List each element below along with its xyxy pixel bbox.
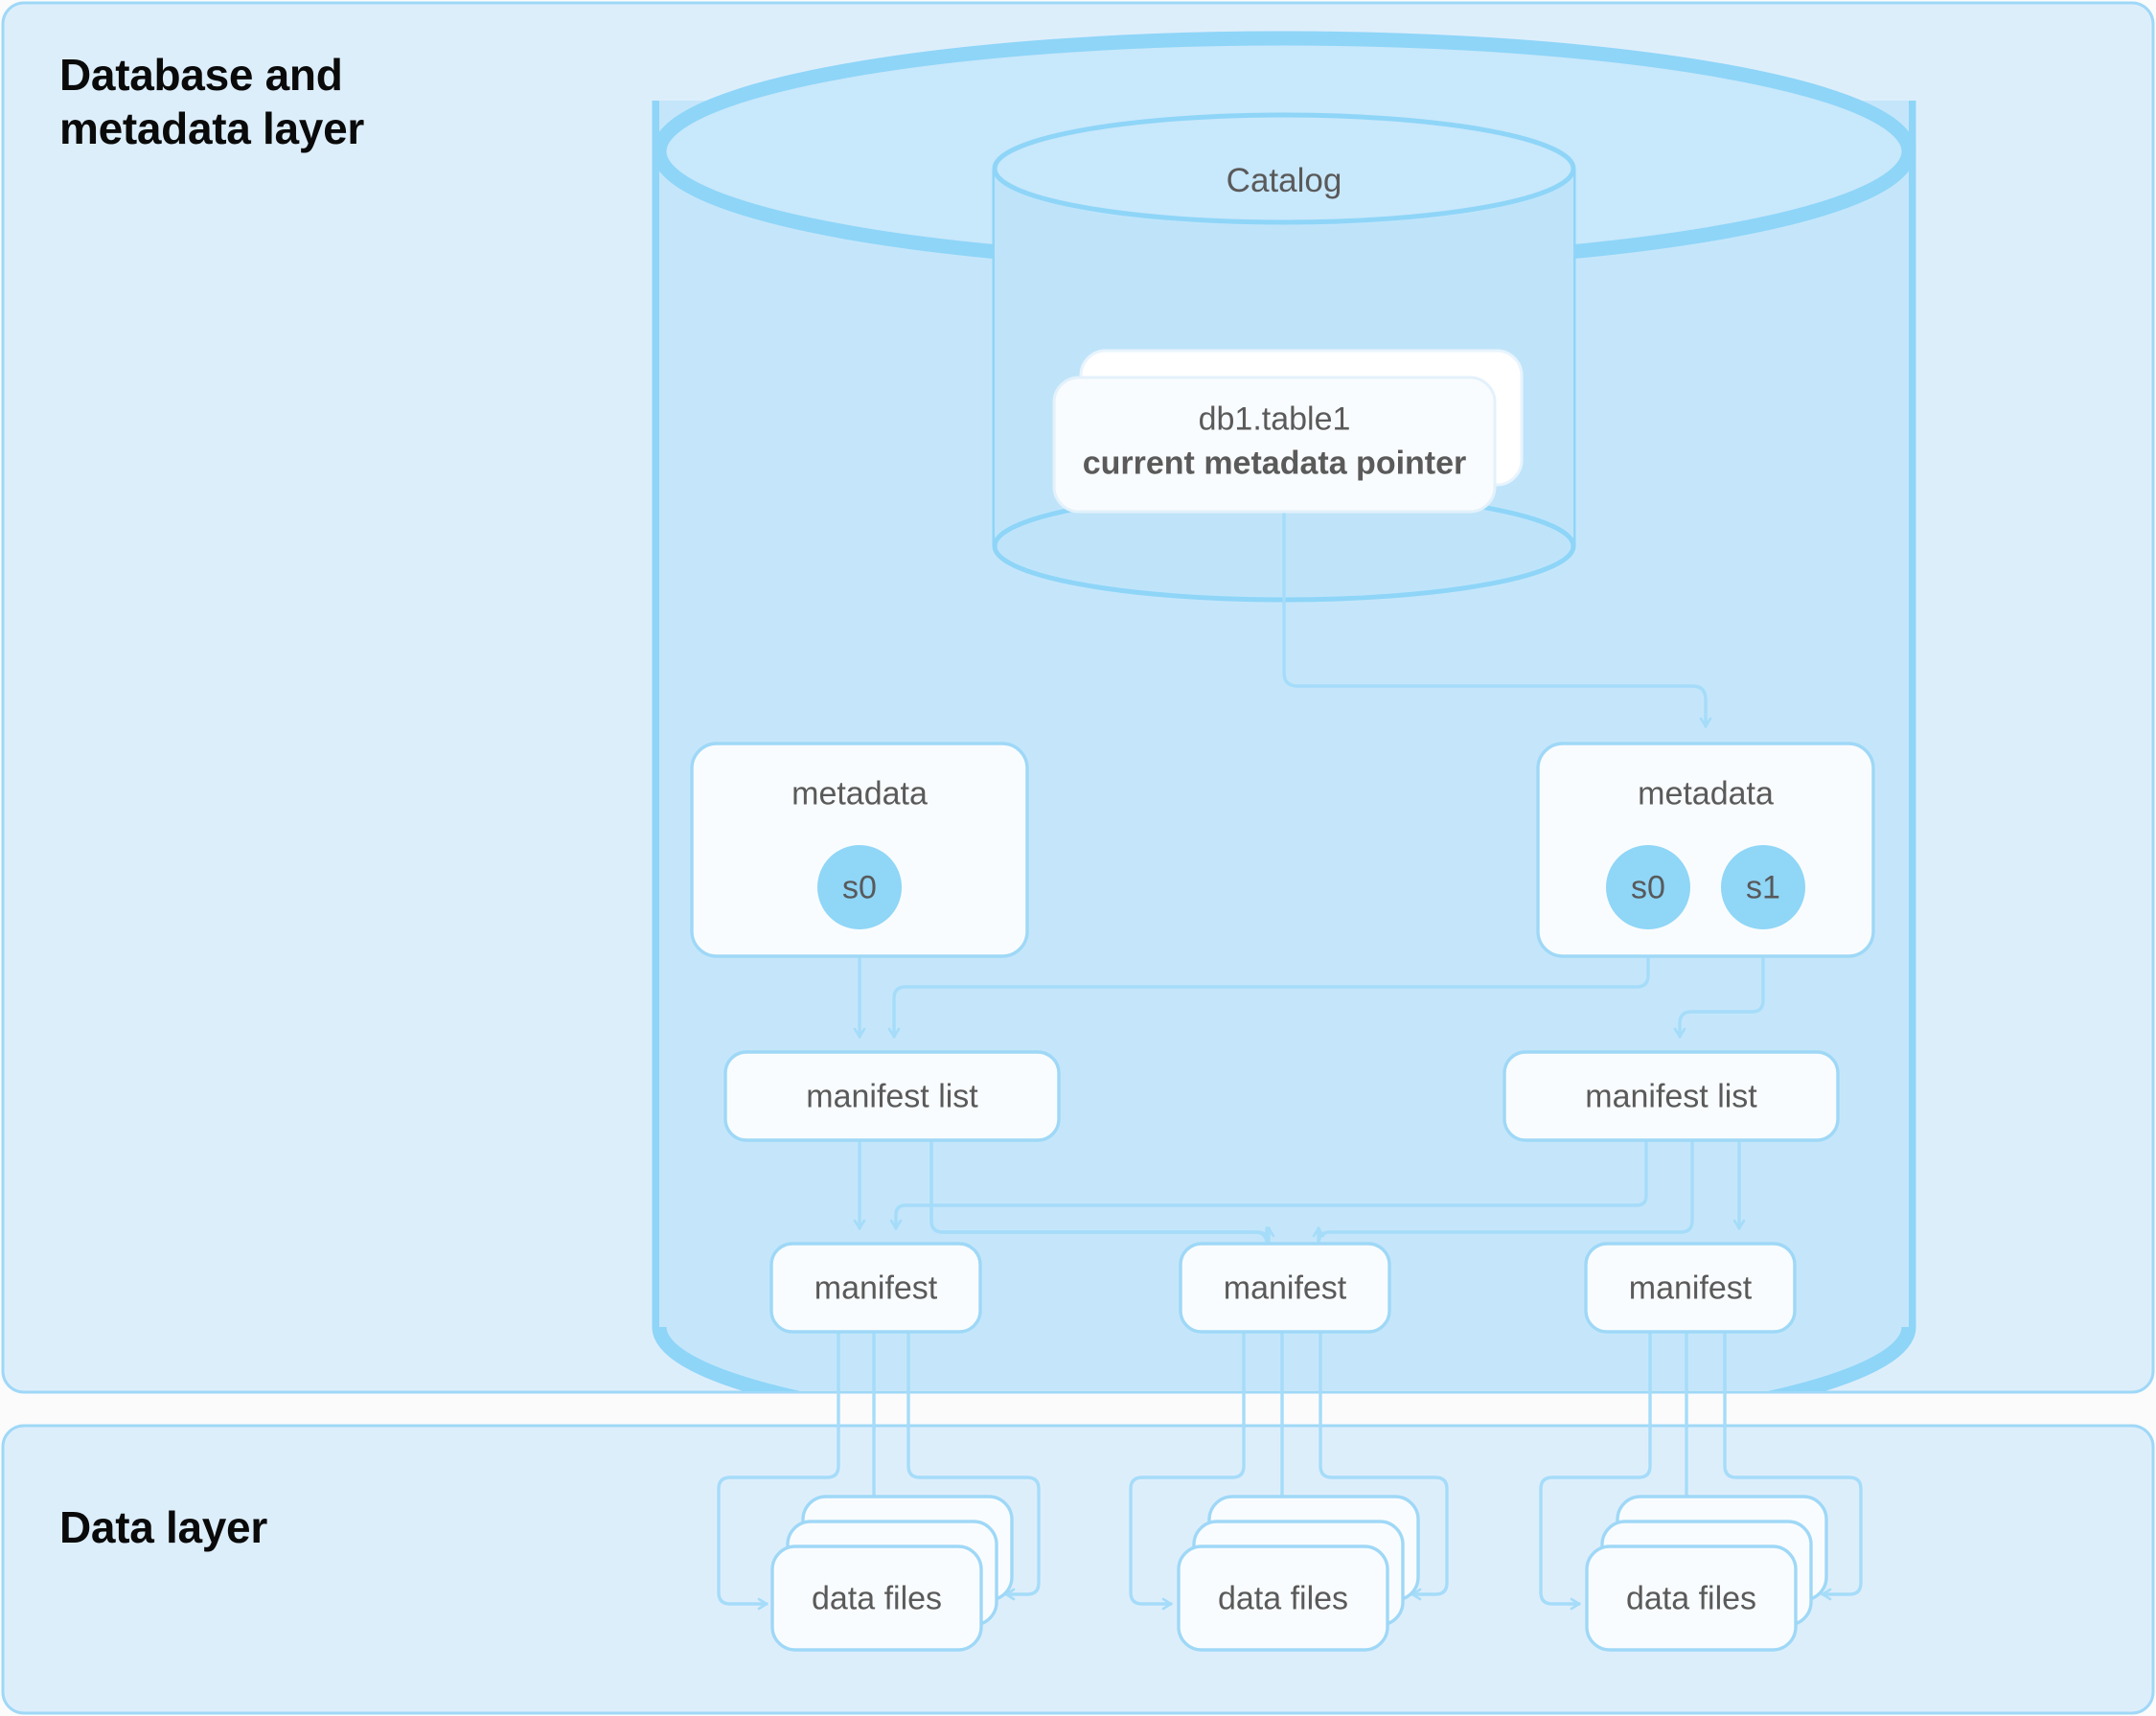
manifest-2-box[interactable]	[1179, 1242, 1391, 1334]
manifest-list-left-box[interactable]	[723, 1050, 1061, 1142]
panel-data-layer	[1, 1424, 2155, 1715]
data-files-2-stack[interactable]	[1177, 1495, 1420, 1652]
metadata-right-snapshot-s1-label: s1	[1746, 869, 1780, 906]
metadata-left-snapshot-s0-label: s0	[842, 869, 877, 906]
manifest-1-box[interactable]	[769, 1242, 982, 1334]
connector-manifest-1-to-data-files-1-left	[717, 1330, 840, 1611]
manifest-list-right-box[interactable]	[1502, 1050, 1840, 1142]
connector-pointer-to-metadata-right	[1282, 511, 1712, 728]
connector-manifest-1-to-data-files-1-right	[906, 1330, 1041, 1601]
connector-metadata-right-s1-to-manifest-list-right	[1673, 889, 1765, 1039]
layer-title-database-metadata: Database and metadata layer	[59, 50, 364, 154]
data-files-3-stack[interactable]	[1585, 1495, 1828, 1652]
connector-manifest-list-right-to-manifest-2	[1312, 1138, 1694, 1246]
data-files-1-stack[interactable]	[770, 1495, 1014, 1652]
connector-manifest-list-right-to-manifest-1	[889, 1138, 1648, 1230]
manifest-3-box[interactable]	[1584, 1242, 1797, 1334]
connector-manifest-3-to-data-files-3-right	[1723, 1330, 1863, 1601]
table-pointer-card[interactable]	[1052, 349, 1524, 514]
snapshot-bubble-s0-left[interactable]	[817, 845, 902, 929]
table-pointer-card-front	[1052, 376, 1497, 514]
metadata-right-box[interactable]	[1536, 742, 1875, 958]
snapshot-bubble-s1-right[interactable]	[1721, 845, 1805, 929]
layer-title-data: Data layer	[59, 1502, 267, 1552]
connector-manifest-list-left-to-manifest-2	[929, 1138, 1275, 1246]
metadata-right-snapshot-s0-label: s0	[1631, 869, 1665, 906]
connector-metadata-right-s0-to-manifest-list-left	[887, 889, 1650, 1039]
connector-manifest-2-to-data-files-2-right	[1319, 1330, 1449, 1601]
connector-manifest-3-to-data-files-3-left	[1539, 1330, 1652, 1611]
connector-manifest-2-to-data-files-2-left	[1129, 1330, 1246, 1611]
snapshot-bubble-s0-right[interactable]	[1606, 845, 1690, 929]
